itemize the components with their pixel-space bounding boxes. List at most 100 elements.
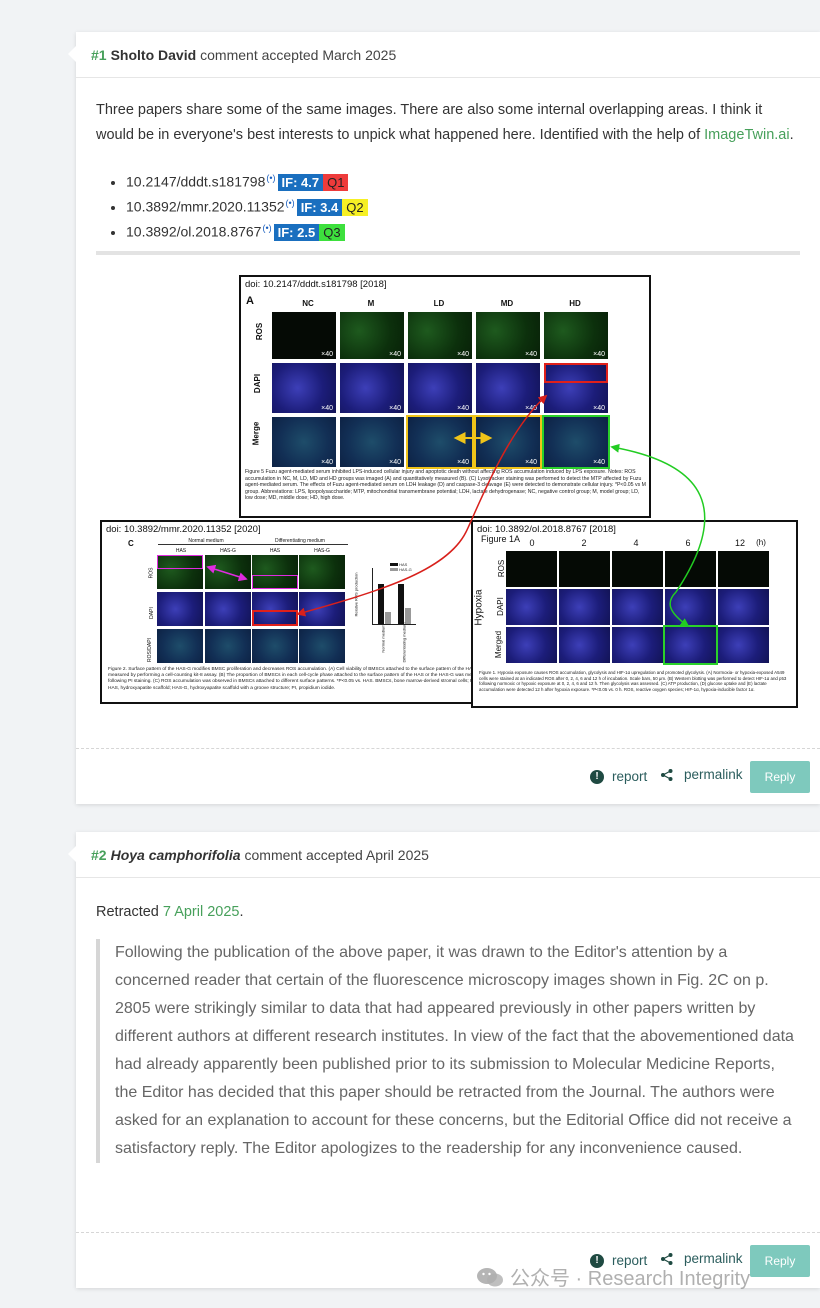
comment-number[interactable]: #2 (91, 846, 107, 863)
comment-body: Three papers share some of the same imag… (76, 98, 820, 255)
reply-button[interactable]: Reply (750, 1245, 810, 1277)
report-link[interactable]: ! report (590, 1253, 647, 1268)
comment-text-end: . (789, 127, 794, 143)
retraction-date-link[interactable]: 7 April 2025 (162, 904, 240, 920)
micrograph: ×40 (544, 363, 608, 413)
imagetwin-link[interactable]: ImageTwin.ai (704, 127, 790, 143)
exclamation-icon: ! (590, 769, 604, 784)
comment-card-2: #2 Hoya camphorifolia comment accepted A… (68, 832, 820, 1288)
micrograph (506, 589, 557, 625)
micrograph (299, 555, 345, 589)
comment-author[interactable]: Sholto David (110, 46, 197, 63)
comment-card-1: #1 Sholto David comment accepted March 2… (68, 32, 820, 804)
column-label: LD (433, 299, 445, 308)
share-icon (661, 768, 673, 781)
comment-status: comment accepted March 2025 (200, 46, 397, 63)
report-label: report (612, 769, 648, 784)
panel-letter: A (246, 295, 254, 307)
watermark-text: 公众号 · Research Integrity (510, 1268, 751, 1290)
impact-factor-badge: IF: 3.4 (296, 198, 343, 216)
legend-item: HAS-G (390, 567, 412, 572)
comment-status: comment accepted April 2025 (244, 846, 429, 863)
broadcast-icon: (•) (266, 173, 276, 183)
micrograph: ×40 (272, 363, 336, 413)
figure-panel-ol: doi: 10.3892/ol.2018.8767 [2018] Figure … (471, 520, 798, 708)
micrograph: ×40 (542, 415, 610, 469)
chart-xlabel: Normal medium (380, 624, 386, 653)
quartile-badge: Q2 (342, 198, 368, 216)
group-label: Normal medium (158, 538, 254, 545)
comment-footer: ! report permalink Reply (76, 1232, 820, 1288)
micrograph (559, 551, 610, 587)
row-label: DAPI (495, 597, 505, 616)
figure-caption: Figure 2. Surface pattern of the HAS-G m… (108, 667, 536, 691)
doi-link[interactable]: 10.2147/dddt.s181798 (126, 173, 266, 190)
quartile-badge: Q1 (323, 173, 349, 191)
reply-button[interactable]: Reply (750, 761, 810, 793)
doi-link[interactable]: 10.3892/ol.2018.8767 (126, 223, 262, 240)
group-label: Differentiating medium (252, 538, 348, 545)
highlight-box-magenta (157, 555, 203, 569)
micrograph (506, 551, 557, 587)
report-link[interactable]: ! report (590, 769, 647, 784)
chart-bar (398, 584, 404, 624)
unit-label: (h) (756, 538, 766, 547)
column-label: 4 (633, 538, 639, 548)
doi-link[interactable]: 10.3892/mmr.2020.11352 (126, 198, 285, 215)
micrograph (612, 589, 663, 625)
chart-bar (385, 612, 391, 624)
column-label: M (367, 299, 375, 308)
chart-ylabel: Relative ROS production (353, 572, 359, 617)
comment-header: #2 Hoya camphorifolia comment accepted A… (76, 832, 820, 878)
chart-axis (372, 568, 373, 624)
column-label: HAS (269, 548, 281, 554)
permalink-link[interactable]: permalink (660, 1251, 743, 1266)
comment-number[interactable]: #1 (91, 46, 107, 63)
comment-text: Three papers share some of the same imag… (96, 98, 800, 148)
comparison-figure[interactable]: doi: 10.2147/dddt.s181798 [2018] A NC M … (76, 32, 820, 744)
micrograph (665, 551, 716, 587)
comment-author[interactable]: Hoya camphorifolia (110, 846, 241, 863)
report-label: report (612, 1253, 648, 1268)
micrograph (612, 551, 663, 587)
panel-title: doi: 10.3892/ol.2018.8767 [2018] (477, 524, 616, 535)
column-label: NC (302, 299, 314, 308)
highlight-box-red (252, 610, 298, 626)
micrograph: ×40 (544, 312, 608, 359)
micrograph (205, 629, 251, 663)
quartile-badge: Q3 (319, 223, 345, 241)
list-item: 10.2147/dddt.s181798(•)IF: 4.7Q1 (126, 166, 800, 191)
micrograph (252, 555, 298, 589)
micrograph: ×40 (408, 363, 472, 413)
row-label: DAPI (253, 373, 263, 394)
reference-list: 10.2147/dddt.s181798(•)IF: 4.7Q1 10.3892… (126, 166, 800, 241)
divider (96, 251, 800, 255)
comment-footer: ! report permalink Reply (76, 748, 820, 804)
micrograph (157, 592, 203, 626)
row-label: ROS (148, 567, 155, 579)
retracted-end: . (239, 904, 244, 920)
micrograph (559, 627, 610, 663)
micrograph: ×40 (340, 417, 404, 467)
watermark: 公众号 · Research Integrity (476, 1262, 750, 1291)
micrograph (252, 592, 298, 626)
column-label: HAS-G (314, 548, 330, 554)
broadcast-icon: (•) (262, 223, 272, 233)
column-label: 0 (529, 538, 535, 548)
column-label: MD (500, 299, 514, 308)
permalink-label: permalink (684, 767, 743, 782)
micrograph (205, 592, 251, 626)
micrograph (252, 629, 298, 663)
micrograph (157, 555, 203, 589)
micrograph (612, 627, 663, 663)
micrograph (663, 625, 718, 665)
column-label: HAS-G (220, 548, 236, 554)
list-item: 10.3892/mmr.2020.11352(•)IF: 3.4Q2 (126, 191, 800, 216)
exclamation-icon: ! (590, 1253, 604, 1268)
retracted-label: Retracted (96, 904, 159, 920)
row-label: ROS/DAPI (146, 638, 153, 662)
micrograph (718, 589, 769, 625)
micrograph: ×40 (408, 312, 472, 359)
permalink-link[interactable]: permalink (660, 767, 743, 782)
micrograph (299, 592, 345, 626)
